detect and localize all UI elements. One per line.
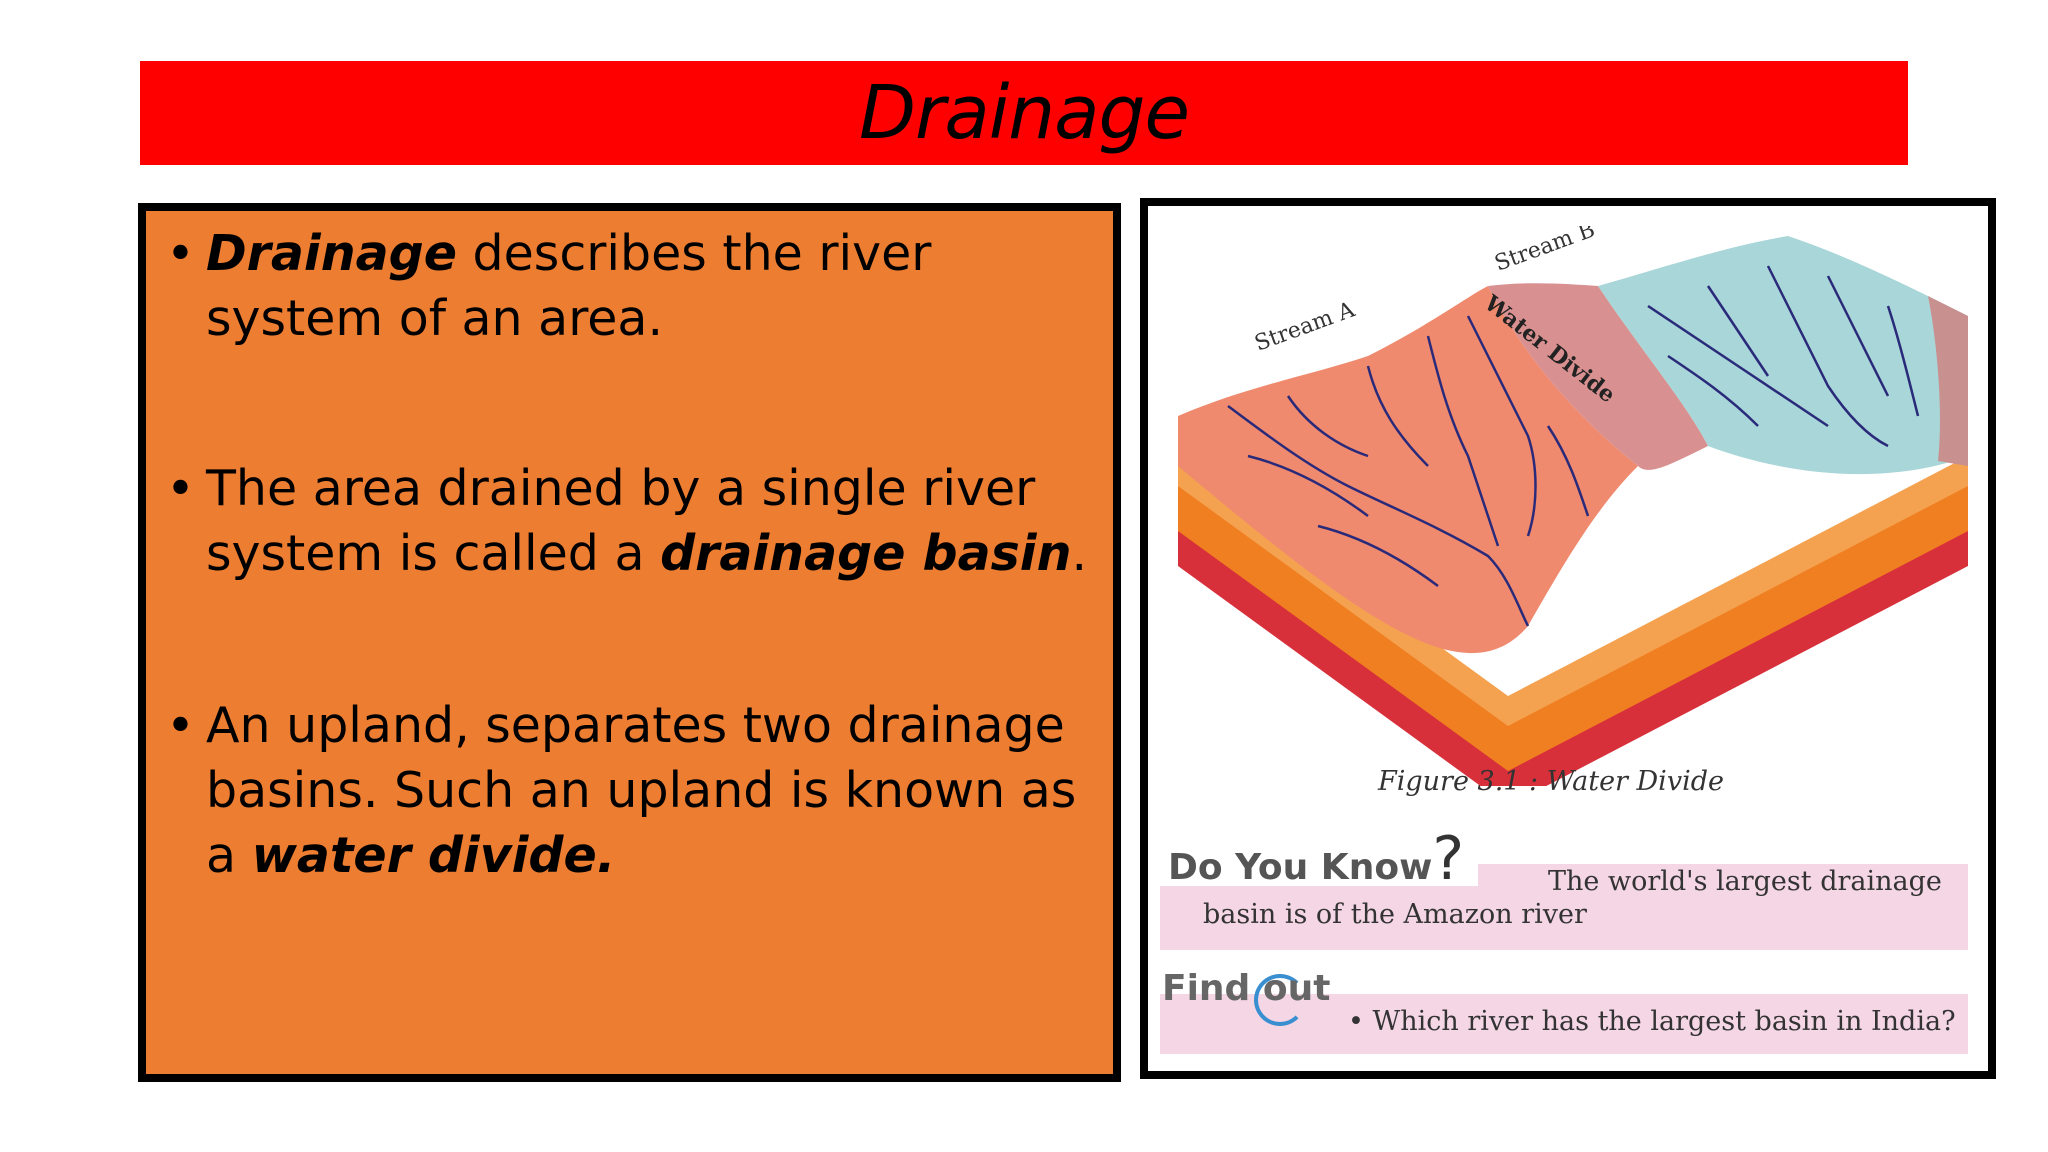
label-stream-a: Stream A <box>1252 297 1360 357</box>
terrain-left-basin <box>1178 286 1638 654</box>
water-divide-diagram: Stream A Stream B Water Divide <box>1178 226 1968 786</box>
terrain-layer-orange <box>1178 476 1968 771</box>
do-you-know-band <box>1160 886 1968 950</box>
terrain-right-edge <box>1928 296 1968 466</box>
bullet-text: An upland, separates two drainage basins… <box>206 697 1077 884</box>
bullet-item-drainage: • Drainage describes the river system of… <box>166 221 1096 351</box>
do-you-know-line-2: basin is of the Amazon river <box>1203 899 1587 930</box>
question-mark-icon: ? <box>1432 824 1465 894</box>
bullet-marker: • <box>166 697 195 754</box>
bullet-item-drainage-basin: • The area drained by a single river sys… <box>166 456 1096 586</box>
figure-caption: Figure 3.1 : Water Divide <box>1378 766 1724 797</box>
terrain-ridge <box>1488 283 1708 470</box>
magnifier-ring-icon <box>1254 974 1306 1026</box>
terrain-right-basin <box>1598 236 1968 475</box>
bullet-text-end: . <box>1071 525 1088 582</box>
bullet-text: The area drained by a single river syste… <box>206 460 1036 582</box>
rivers-left <box>1227 315 1590 627</box>
do-you-know-line-1: The world's largest drainage <box>1548 866 1942 897</box>
figure-box: Stream A Stream B Water Divide Figure 3.… <box>1140 198 1996 1079</box>
do-you-know-text: Do You Know <box>1168 847 1433 888</box>
do-you-know-heading: Do You Know? <box>1168 824 1464 894</box>
find-out-question: • Which river has the largest basin in I… <box>1348 1006 1956 1037</box>
bullet-marker: • <box>166 460 195 517</box>
bullet-text: describes the river system of an area. <box>206 225 932 347</box>
bullet-item-water-divide: • An upland, separates two drainage basi… <box>166 693 1096 888</box>
rivers-right <box>1647 265 1920 448</box>
bullet-text-box: • Drainage describes the river system of… <box>138 203 1121 1082</box>
term-water-divide: water divide. <box>251 827 616 884</box>
bullet-marker: • <box>166 225 195 282</box>
find-out-heading: Find out <box>1162 968 1331 1009</box>
label-stream-b: Stream B <box>1492 226 1599 277</box>
term-drainage-basin: drainage basin <box>660 525 1072 582</box>
term-drainage: Drainage <box>206 225 457 282</box>
title-banner: Drainage <box>140 61 1908 165</box>
slide-title: Drainage <box>858 70 1190 156</box>
